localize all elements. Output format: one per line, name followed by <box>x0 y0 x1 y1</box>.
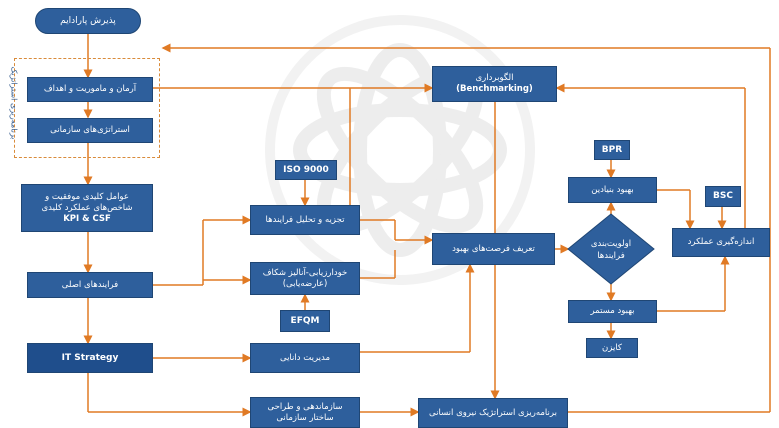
prioritize-line2: فرایندها <box>597 251 625 261</box>
core-processes-node: فرایندهای اصلی <box>27 272 153 298</box>
prioritize-line1: اولویت‌بندی <box>590 239 632 249</box>
kaizen-node: کایزن <box>586 338 638 358</box>
org-structure-line1: سازماندهی و طراحی <box>267 401 343 412</box>
strategic-planning-label: برنامه‌ریزی استراتژیک <box>9 66 19 140</box>
org-structure-node: سازماندهی و طراحی ساختار سازمانی <box>250 397 360 428</box>
performance-measurement-node: اندازه‌گیری عملکرد <box>672 228 770 257</box>
process-analysis-node: تجزیه و تحلیل فرایندها <box>250 205 360 235</box>
hr-planning-node: برنامه‌ریزی استراتژیک نیروی انسانی <box>418 398 568 428</box>
prioritize-label: اولویت‌بندی فرایندها <box>575 233 647 267</box>
bsc-node: BSC <box>705 186 741 207</box>
it-strategy-node: IT Strategy <box>27 343 153 373</box>
self-assessment-line1: خودارزیابی-آنالیز شکاف <box>262 267 348 278</box>
benchmarking-line2: (Benchmarking) <box>456 84 533 94</box>
csf-line1: عوامل کلیدی موفقیت و <box>45 191 129 202</box>
csf-kpi-node: عوامل کلیدی موفقیت و شاخص‌های عملکرد کلی… <box>21 184 153 232</box>
start-node: پذیرش پارادایم <box>35 8 141 34</box>
csf-line3: KPI & CSF <box>63 213 111 224</box>
strategies-node: استراتژی‌های سازمانی <box>27 118 153 143</box>
benchmarking-node: الگوبرداری (Benchmarking) <box>432 66 557 102</box>
vision-node: آرمان و ماموریت و اهداف <box>27 77 153 102</box>
prioritize-diamond <box>567 213 655 285</box>
continuous-improvement-node: بهبود مستمر <box>568 300 657 323</box>
self-assessment-node: خودارزیابی-آنالیز شکاف (عارضه‌یابی) <box>250 262 360 295</box>
radical-improvement-node: بهبود بنیادین <box>568 177 657 203</box>
improvement-opportunities-node: تعریف فرصت‌های بهبود <box>432 233 555 265</box>
self-assessment-line2: (عارضه‌یابی) <box>282 278 328 289</box>
bpr-node: BPR <box>594 140 630 160</box>
benchmarking-line1: الگوبرداری <box>475 73 514 83</box>
org-structure-line2: ساختار سازمانی <box>276 412 334 423</box>
efqm-node: EFQM <box>280 310 330 332</box>
iso-9000-node: ISO 9000 <box>275 160 337 180</box>
knowledge-mgmt-node: مدیریت دانایی <box>250 343 360 373</box>
csf-line2: شاخص‌های عملکرد کلیدی <box>41 202 133 213</box>
strategic-planning-frame <box>14 58 160 158</box>
